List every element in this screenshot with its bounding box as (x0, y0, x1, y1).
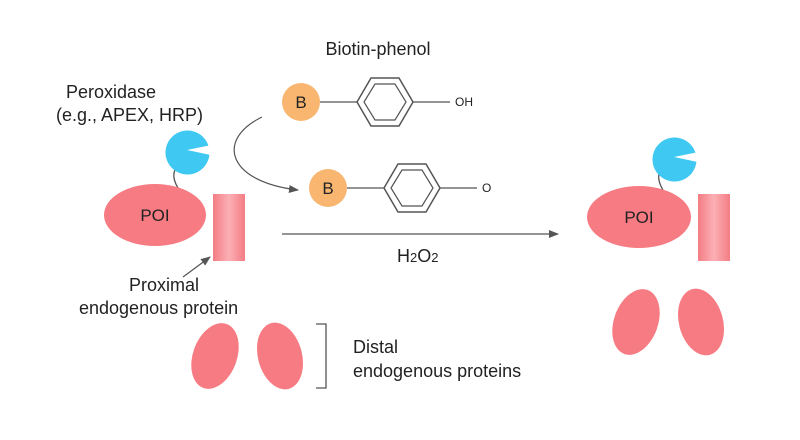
biotin-phenol-label: Biotin-phenol (325, 39, 430, 59)
activation-arrow (233, 116, 299, 193)
biotin-letter: B (322, 179, 333, 198)
distal-protein (256, 322, 304, 390)
poi-label: POI (140, 206, 169, 225)
poi-ellipse (587, 186, 691, 248)
peroxidase-icon (652, 137, 697, 182)
distal-label-line2: endogenous proteins (353, 361, 521, 381)
proximal-protein (698, 194, 730, 261)
benzene-ring-icon (356, 77, 414, 127)
peroxidase-icon (165, 130, 210, 175)
proximal-label-line2: endogenous protein (79, 298, 238, 318)
poi-label: POI (624, 208, 653, 227)
proximal-protein (213, 194, 245, 261)
distal-label-line1: Distal (353, 337, 398, 357)
distal-protein (612, 289, 660, 355)
distal-bracket (316, 323, 327, 389)
distal-protein (191, 323, 239, 389)
biotin-letter: B (295, 93, 306, 112)
right-protein-complex: POI (587, 137, 730, 261)
biotin-icon (309, 169, 347, 207)
h2o2-label: H2O2 (397, 246, 438, 266)
proximal-pointer-arrow (182, 256, 211, 278)
biotin-icon (282, 83, 320, 121)
poi-ellipse (104, 184, 206, 246)
left-protein-complex: POI (104, 130, 245, 261)
biotin-phenol-molecule: B OH (282, 77, 473, 127)
peroxidase-label-line2: (e.g., APEX, HRP) (56, 105, 203, 125)
benzene-ring-icon (383, 163, 441, 213)
hydroxyl-label: OH (455, 95, 473, 109)
distal-protein (677, 288, 725, 356)
biotin-phenoxyl-radical: B O (309, 163, 491, 213)
proximal-label-line1: Proximal (129, 275, 199, 295)
peroxidase-label-line1: Peroxidase (66, 82, 156, 102)
oxygen-radical-label: O (482, 181, 491, 195)
